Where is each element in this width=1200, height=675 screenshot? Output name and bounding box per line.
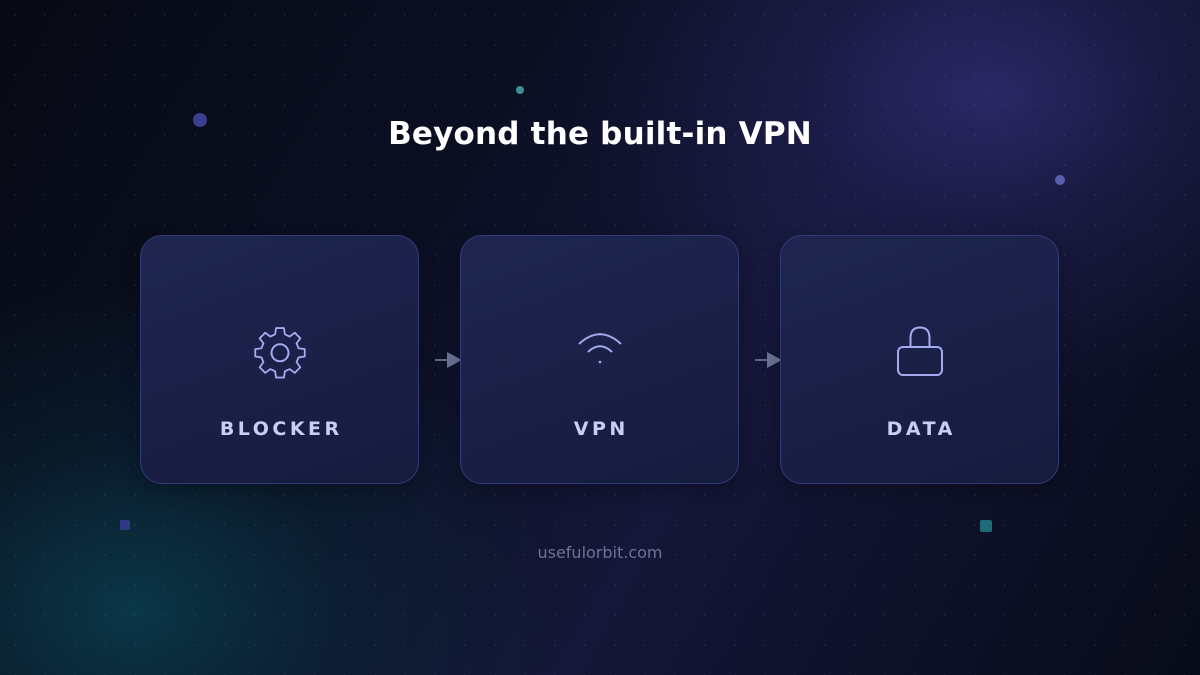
footer-url: usefulorbit.com: [537, 543, 663, 562]
decorative-square: [120, 520, 130, 530]
node-blocker: BLOCKER: [140, 235, 419, 484]
flow-arrow: [434, 350, 464, 370]
gear-icon: [248, 319, 312, 383]
page-title: Beyond the built-in VPN: [388, 116, 812, 152]
flow-arrow: [754, 350, 784, 370]
node-vpn: VPN: [460, 235, 739, 484]
node-label: VPN: [573, 418, 629, 440]
node-label: DATA: [886, 418, 956, 440]
decorative-dot: [1055, 175, 1065, 185]
decorative-square: [980, 520, 992, 532]
decorative-dot: [516, 86, 524, 94]
decorative-dot: [193, 113, 207, 127]
wifi-icon: [568, 319, 632, 383]
node-data: DATA: [780, 235, 1059, 484]
node-label: BLOCKER: [219, 418, 343, 440]
lock-icon: [888, 319, 952, 383]
